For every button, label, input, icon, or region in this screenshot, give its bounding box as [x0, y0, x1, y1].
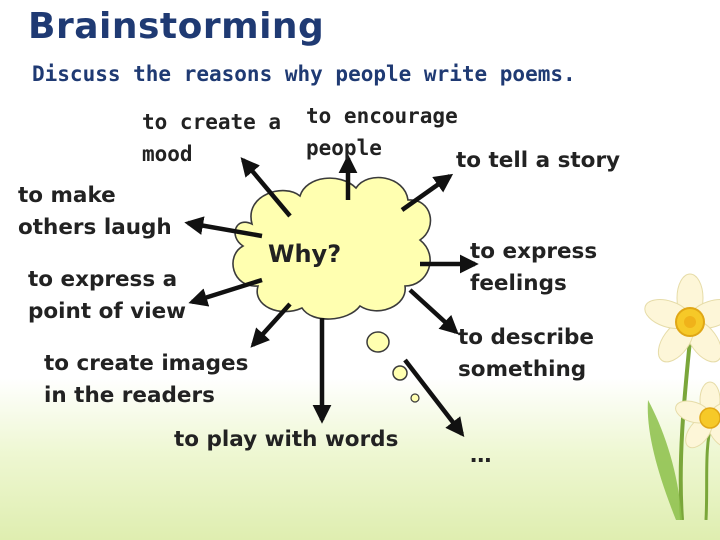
reason-create-mood: to create a mood [142, 110, 282, 166]
arrow-create-mood [240, 157, 292, 218]
reason-others-laugh: to make others laugh [18, 183, 172, 240]
center-label: Why? [268, 240, 342, 268]
arrow-create-images [250, 302, 292, 348]
reason-encourage: to encourage people [306, 104, 458, 160]
daffodil-icon [644, 273, 720, 520]
arrow-point-of-view [188, 277, 263, 307]
arrow-others-laugh [184, 216, 263, 239]
arrow-describe [408, 288, 459, 335]
thought-bubble-small [410, 393, 420, 403]
reason-play-words: to play with words [174, 427, 399, 452]
arrow-more [403, 358, 465, 437]
reason-tell-story: to tell a story [456, 148, 621, 173]
reason-describe: to describe something [458, 325, 594, 382]
reason-express-feelings: to express feelings [470, 239, 598, 296]
arrow-tell-story [400, 173, 454, 212]
slide-title: Brainstorming [28, 6, 325, 47]
slide-subtitle: Discuss the reasons why people write poe… [32, 62, 576, 86]
reason-create-images: to create images in the readers [44, 351, 249, 408]
reason-more: … [470, 443, 492, 468]
thought-bubble-large [366, 331, 390, 353]
reason-point-of-view: to express a point of view [28, 267, 187, 324]
thought-bubble-medium [392, 365, 408, 381]
